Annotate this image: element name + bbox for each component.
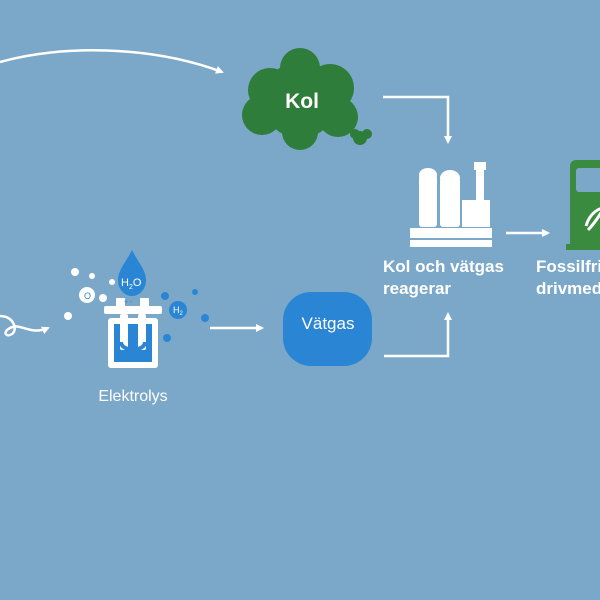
- water-drop-icon: [118, 250, 146, 296]
- water-h: H: [121, 277, 129, 289]
- fuel-pump-icon: [566, 160, 600, 250]
- reaction-plant-icon: [410, 162, 492, 247]
- arrow-kol-to-reaction: [383, 95, 452, 144]
- fuel-label-line1: Fossilfri: [536, 257, 600, 276]
- elektrolys-label: Elektrolys: [98, 388, 168, 405]
- water-label: H2O: [121, 277, 142, 291]
- fuel-label-line2: drivmedel: [536, 279, 600, 298]
- elektrolys-icon: [104, 298, 162, 368]
- h2-label: H2: [173, 305, 184, 317]
- kol-cloud: [242, 48, 372, 150]
- molecule-particles: [64, 268, 209, 342]
- arrow-vatgas-to-reaction: [384, 312, 452, 358]
- arrow-to-elektrolys: [0, 314, 50, 337]
- h2-sub: 2: [180, 311, 184, 317]
- battery-sign: + -: [124, 299, 133, 306]
- reaction-label-line2: reagerar: [383, 279, 452, 298]
- o-label: O: [84, 291, 91, 301]
- vatgas-label: Vätgas: [301, 314, 355, 333]
- water-o: O: [133, 277, 142, 289]
- reaction-label-line1: Kol och vätgas: [383, 257, 504, 276]
- water-sub: 2: [129, 284, 133, 291]
- h2-h: H: [173, 305, 180, 315]
- kol-label: Kol: [285, 90, 319, 113]
- arrow-to-kol: [0, 49, 224, 74]
- fuel-label: Fossilfri drivmedel: [536, 256, 600, 300]
- reaction-label: Kol och vätgas reagerar: [383, 256, 504, 300]
- vatgas-box: [283, 292, 372, 366]
